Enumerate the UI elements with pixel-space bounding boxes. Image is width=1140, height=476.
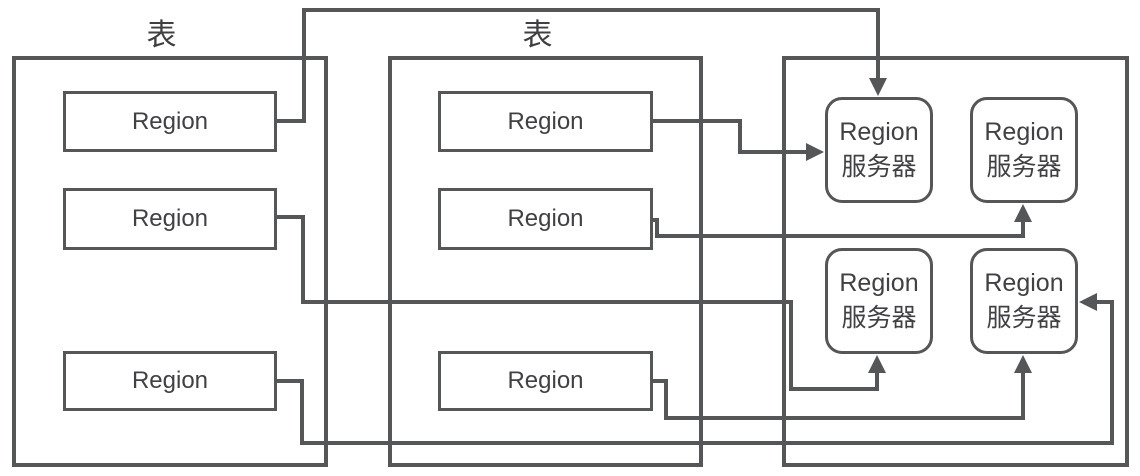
table-2-region-1: Region <box>438 91 653 152</box>
table-2-region-3: Region <box>438 351 653 411</box>
region-server-4: Region 服务器 <box>970 248 1078 354</box>
region-server-3: Region 服务器 <box>825 248 933 354</box>
region-server-2-label-line1: Region <box>984 118 1064 146</box>
region-server-2: Region 服务器 <box>970 97 1078 203</box>
table-1-region-1: Region <box>63 91 277 152</box>
region-server-1-label-line2: 服务器 <box>841 152 917 181</box>
table-2-title: 表 <box>522 19 554 52</box>
region-server-3-label-line2: 服务器 <box>841 303 917 332</box>
table-1-region-3: Region <box>63 351 277 411</box>
table-1-title: 表 <box>146 19 178 52</box>
table-1-region-2: Region <box>63 188 277 250</box>
region-server-1: Region 服务器 <box>825 97 933 203</box>
region-server-1-label-line1: Region <box>839 118 919 146</box>
region-server-2-label-line2: 服务器 <box>986 152 1062 181</box>
region-server-4-label-line1: Region <box>984 269 1064 297</box>
table-2-region-2: Region <box>438 188 653 250</box>
region-server-3-label-line1: Region <box>839 269 919 297</box>
region-server-4-label-line2: 服务器 <box>986 303 1062 332</box>
